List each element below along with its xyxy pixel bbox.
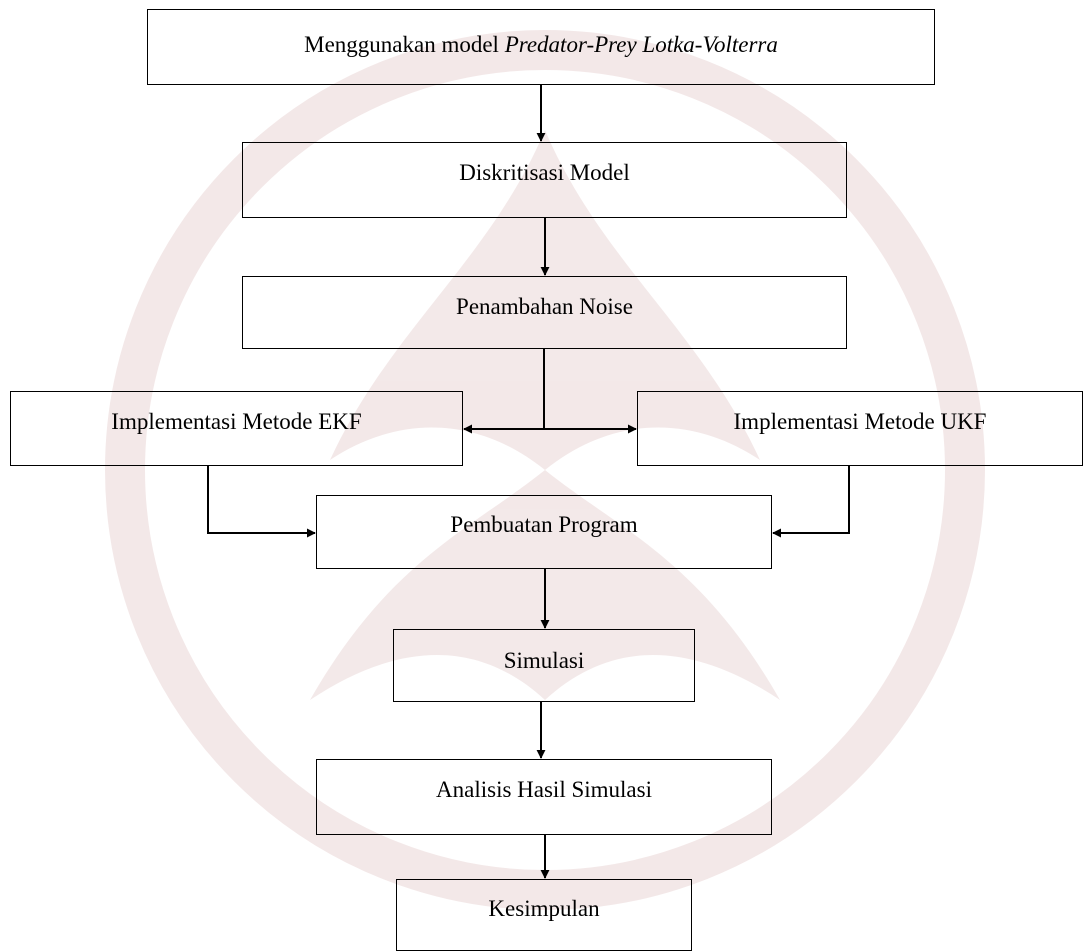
node-model: Menggunakan model Predator-Prey Lotka-Vo… [147,9,935,85]
node-analisis-label: Analisis Hasil Simulasi [436,777,652,802]
node-ukf-label: Implementasi Metode UKF [733,409,987,434]
node-kesimpulan: Kesimpulan [396,879,692,951]
node-model-label: Menggunakan model Predator-Prey Lotka-Vo… [304,31,778,59]
node-simulasi: Simulasi [393,629,695,702]
watermark-leaf-top [330,130,760,470]
node-noise-label: Penambahan Noise [456,294,633,319]
node-diskritisasi: Diskritisasi Model [242,142,847,218]
node-model-italic: Predator-Prey Lotka-Volterra [504,32,778,57]
node-kesimpulan-label: Kesimpulan [488,896,600,921]
node-ukf: Implementasi Metode UKF [637,391,1083,466]
edge-ekf-program [207,466,316,538]
node-program: Pembuatan Program [316,495,772,569]
watermark-ring [105,30,985,910]
node-ekf: Implementasi Metode EKF [10,391,463,466]
node-simulasi-label: Simulasi [503,648,585,673]
node-model-prefix: Menggunakan model [304,32,505,57]
node-analisis: Analisis Hasil Simulasi [316,759,772,835]
node-program-label: Pembuatan Program [450,512,638,537]
edge-ukf-program [772,466,850,538]
node-ekf-label: Implementasi Metode EKF [111,409,362,434]
node-noise: Penambahan Noise [242,276,847,349]
node-diskritisasi-label: Diskritisasi Model [459,160,630,185]
